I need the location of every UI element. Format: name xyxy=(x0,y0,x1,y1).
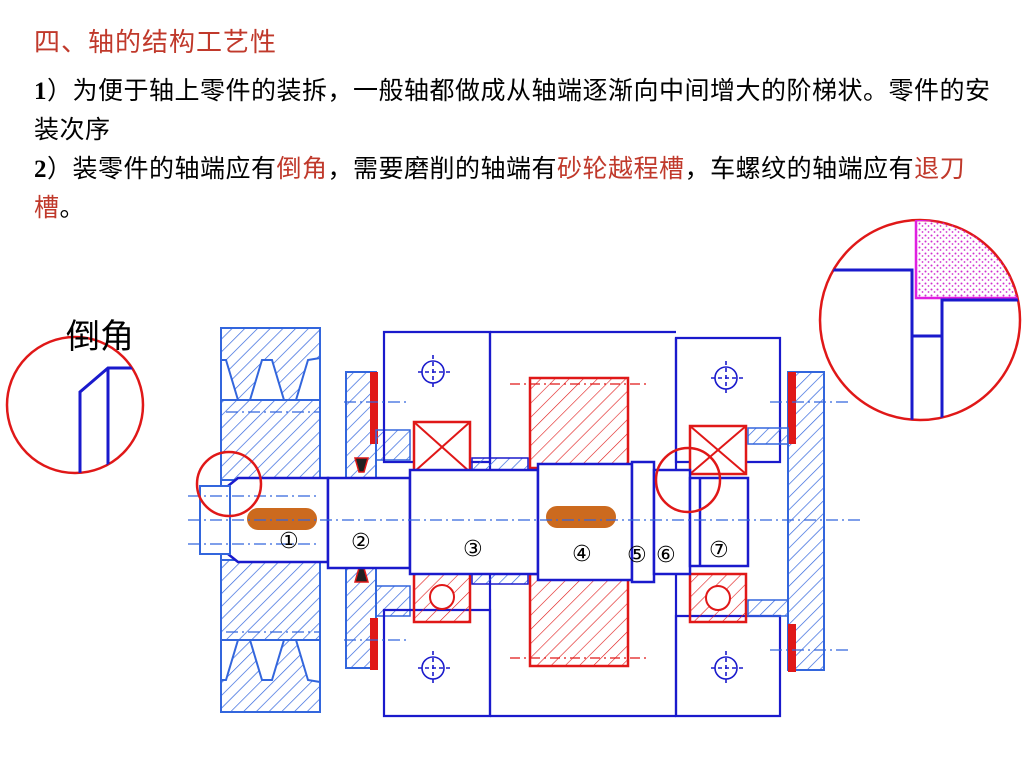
highlight-undercut: 退刀槽 xyxy=(34,154,966,222)
center-lines xyxy=(188,401,860,651)
zoom-chamfer: 倒角 xyxy=(5,317,145,475)
highlight-chamfer: 倒角 xyxy=(276,154,328,183)
highlight-grinding-groove: 砂轮越程槽 xyxy=(557,154,685,183)
highlight-circle-groove xyxy=(654,446,722,514)
key-left xyxy=(245,506,319,532)
bolt-marks xyxy=(418,355,743,686)
gear xyxy=(510,376,648,668)
paragraph-2: 2）装零件的轴端应有倒角，需要磨削的轴端有砂轮越程槽，车螺纹的轴端应有退刀槽。 xyxy=(34,150,1004,227)
section-labels: ① ② ③ ④ ⑤ ⑥ ⑦ xyxy=(279,529,729,568)
shaft xyxy=(226,460,750,584)
label-1: ① xyxy=(279,529,299,554)
label-7: ⑦ xyxy=(709,538,729,563)
paragraph-2-text-c: ，车螺纹的轴端应有 xyxy=(684,154,915,183)
paragraph-1-text: ）为便于轴上零件的装拆，一般轴都做成从轴端逐渐向中间增大的阶梯状。零件的安装次序 xyxy=(34,76,991,144)
zoom-grinding-groove xyxy=(818,218,1022,422)
paragraph-2-number: 2 xyxy=(34,156,47,183)
paragraph-2-text-b: ，需要磨削的轴端有 xyxy=(327,154,558,183)
label-5: ⑤ xyxy=(627,543,647,568)
paragraph-1: 1）为便于轴上零件的装拆，一般轴都做成从轴端逐渐向中间增大的阶梯状。零件的安装次… xyxy=(34,72,1004,149)
paragraph-2-text-a: ）装零件的轴端应有 xyxy=(47,154,277,183)
pulley xyxy=(220,327,321,713)
right-bearing-cover xyxy=(747,371,825,672)
highlight-circle-chamfer xyxy=(195,450,263,518)
label-6: ⑥ xyxy=(656,543,676,568)
label-2: ② xyxy=(351,530,371,555)
label-4: ④ xyxy=(572,542,592,567)
key-right xyxy=(544,504,618,530)
slide-title: 四、轴的结构工艺性 xyxy=(34,28,278,58)
paragraph-2-text-d: 。 xyxy=(59,193,86,222)
bearings xyxy=(412,420,748,624)
paragraph-1-number: 1 xyxy=(34,78,47,105)
label-3: ③ xyxy=(463,537,483,562)
zoom-chamfer-label: 倒角 xyxy=(66,317,134,357)
